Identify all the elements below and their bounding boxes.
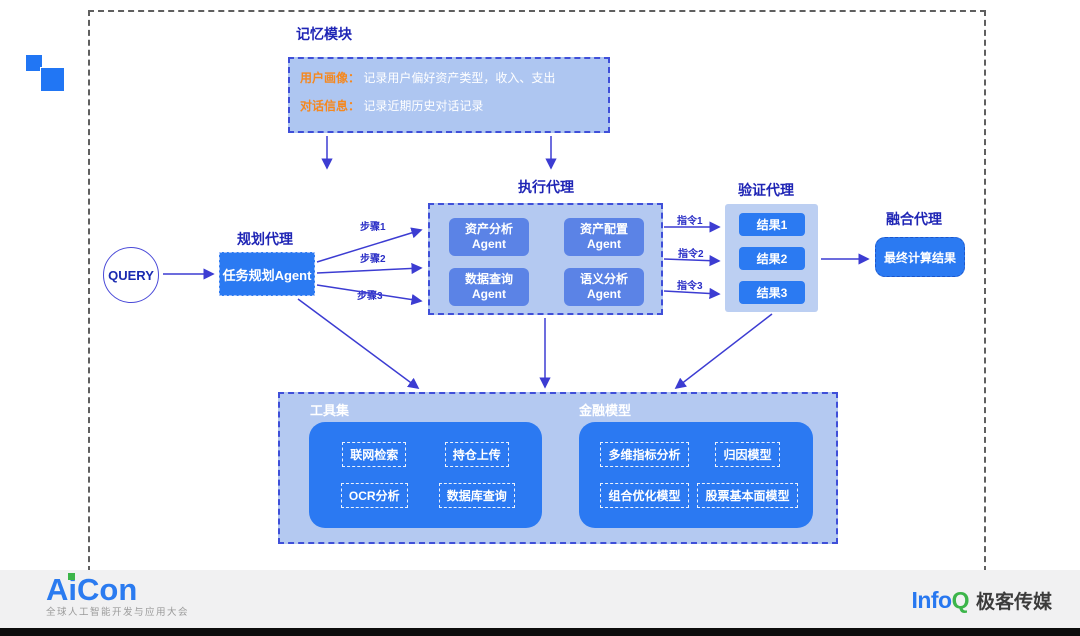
data-query-line2: Agent — [472, 287, 506, 301]
model-stock-fundamental-chip: 股票基本面模型 — [697, 483, 798, 508]
toolset-panel: 联网检索 持仓上传 OCR分析 数据库查询 — [309, 422, 542, 528]
tool-database-query-chip: 数据库查询 — [438, 483, 515, 508]
semantic-analysis-line2: Agent — [587, 287, 621, 301]
financial-models-title: 金融模型 — [579, 403, 632, 418]
task-planning-agent-box: 任务规划Agent — [219, 252, 315, 296]
aicon-letters-con: Con — [77, 572, 138, 607]
query-label: QUERY — [108, 267, 154, 283]
infoq-media-text: 极客传媒 — [975, 592, 1052, 613]
result3-label: 结果3 — [756, 286, 788, 300]
task-planning-agent-label: 任务规划Agent — [222, 267, 312, 283]
aicon-logo: AiCon 全球人工智能开发与应用大会 — [46, 574, 189, 618]
asset-allocation-agent-box: 资产配置 Agent — [564, 218, 644, 256]
deco-square-small — [26, 55, 42, 71]
command1-label: 指令1 — [677, 216, 703, 227]
asset-analysis-line1: 资产分析 — [464, 222, 513, 236]
asset-allocation-line2: Agent — [587, 237, 621, 251]
aicon-letter-i: i — [68, 572, 78, 607]
memory-dialog-line: 对话信息： 记录近期历史对话记录 — [300, 97, 598, 114]
dialog-info-label: 对话信息： — [300, 99, 361, 113]
infoq-info-text: Info — [911, 587, 952, 613]
result3-box: 结果3 — [739, 281, 805, 304]
tool-position-upload-chip: 持仓上传 — [444, 442, 509, 467]
semantic-analysis-line1: 语义分析 — [579, 272, 628, 286]
tools-models-container: 工具集 联网检索 持仓上传 OCR分析 数据库查询 金融模型 多维指标分析 归因… — [278, 392, 838, 544]
step1-label: 步骤1 — [360, 222, 386, 233]
model-multi-indicator-chip: 多维指标分析 — [600, 442, 689, 467]
infoq-wordmark: InfoQ — [911, 587, 969, 614]
planning-agent-title: 规划代理 — [237, 231, 293, 247]
final-result-box: 最终计算结果 — [875, 237, 965, 277]
execution-agent-container: 资产分析 Agent 资产配置 Agent 数据查询 Agent 语义分析 Ag… — [428, 203, 663, 315]
command2-label: 指令2 — [678, 249, 704, 260]
asset-analysis-agent-box: 资产分析 Agent — [449, 218, 529, 256]
asset-analysis-line2: Agent — [472, 237, 506, 251]
verification-agent-title: 验证代理 — [738, 182, 794, 198]
semantic-analysis-agent-box: 语义分析 Agent — [564, 268, 644, 306]
verification-container: 结果1 结果2 结果3 — [725, 204, 818, 312]
infoq-logo: InfoQ 极客传媒 — [911, 587, 1052, 614]
user-profile-text: 记录用户偏好资产类型，收入、支出 — [363, 71, 556, 85]
aicon-wordmark: AiCon — [46, 574, 189, 605]
result1-box: 结果1 — [739, 213, 805, 236]
tool-web-search-chip: 联网检索 — [342, 442, 407, 467]
step3-label: 步骤3 — [357, 291, 383, 302]
toolset-title: 工具集 — [310, 403, 350, 418]
step2-label: 步骤2 — [360, 254, 386, 265]
tool-ocr-analysis-chip: OCR分析 — [340, 483, 408, 508]
bottom-black-bar — [0, 628, 1080, 636]
fusion-agent-title: 融合代理 — [886, 211, 942, 227]
infoq-q-letter: Q — [951, 587, 970, 613]
command3-label: 指令3 — [677, 281, 703, 292]
dialog-info-text: 记录近期历史对话记录 — [363, 99, 484, 113]
aicon-letter-a: A — [46, 572, 69, 607]
aicon-subtitle: 全球人工智能开发与应用大会 — [46, 607, 190, 618]
query-node: QUERY — [103, 247, 159, 303]
data-query-line1: 数据查询 — [464, 272, 513, 286]
data-query-agent-box: 数据查询 Agent — [449, 268, 529, 306]
asset-allocation-line1: 资产配置 — [579, 222, 628, 236]
model-attribution-chip: 归因模型 — [715, 442, 780, 467]
memory-user-profile-line: 用户画像： 记录用户偏好资产类型，收入、支出 — [300, 69, 598, 86]
memory-module-title: 记忆模块 — [296, 26, 352, 42]
deco-square-large — [41, 68, 64, 91]
footer-band — [0, 570, 1080, 628]
result2-label: 结果2 — [756, 252, 788, 266]
financial-models-panel: 多维指标分析 归因模型 组合优化模型 股票基本面模型 — [579, 422, 813, 528]
model-portfolio-opt-chip: 组合优化模型 — [600, 483, 689, 508]
user-profile-label: 用户画像： — [300, 71, 361, 85]
memory-module-box: 用户画像： 记录用户偏好资产类型，收入、支出 对话信息： 记录近期历史对话记录 — [288, 57, 610, 133]
result2-box: 结果2 — [739, 247, 805, 270]
result1-label: 结果1 — [756, 218, 788, 232]
execution-agent-title: 执行代理 — [518, 179, 574, 195]
final-result-label: 最终计算结果 — [883, 250, 956, 265]
